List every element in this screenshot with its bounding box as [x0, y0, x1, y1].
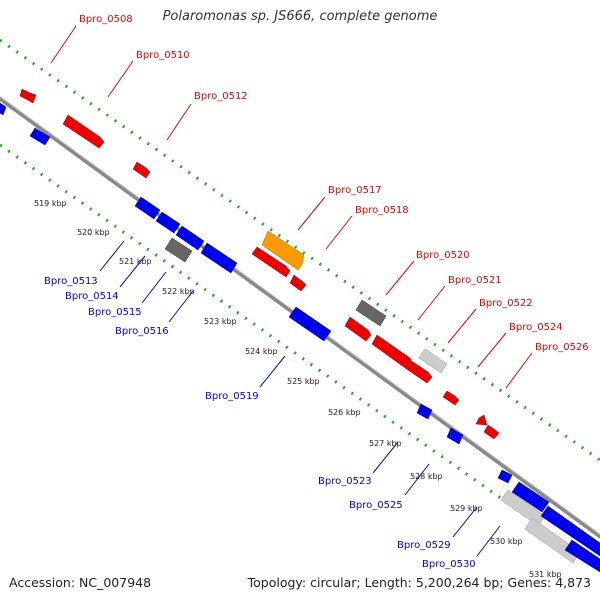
- forward-leader-lines: [50, 25, 533, 389]
- scale-ticks: 519 kbp 520 kbp 521 kbp 522 kbp 523 kbp …: [34, 199, 562, 579]
- gene-label-bpro-0515[interactable]: Bpro_0515: [88, 307, 142, 318]
- tick-524: 524 kbp: [245, 347, 278, 356]
- genome-title: Polaromonas sp. JS666, complete genome: [162, 9, 438, 24]
- tick-528: 528 kbp: [410, 472, 443, 481]
- tick-519: 519 kbp: [34, 199, 67, 208]
- pseudo-gene-dark-1[interactable]: [164, 237, 193, 263]
- gene-arrow-bpro-0518[interactable]: [251, 246, 291, 278]
- gene-label-bpro-0512[interactable]: Bpro_0512: [194, 91, 248, 102]
- gene-label-bpro-0522[interactable]: Bpro_0522: [479, 298, 533, 309]
- gene-label-bpro-0529[interactable]: Bpro_0529: [397, 540, 451, 551]
- gene-arrow-bpro-0514[interactable]: [155, 211, 181, 234]
- gene-arrow-bpro-0515[interactable]: [175, 225, 205, 251]
- pseudo-gene-light-3[interactable]: [524, 517, 581, 564]
- reverse-genes: [0, 102, 600, 573]
- gene-arrow-bpro-0518b[interactable]: [289, 274, 307, 292]
- forward-genes: [19, 88, 500, 440]
- gene-arrow-small[interactable]: [497, 469, 513, 484]
- accession-text: Accession: NC_007948: [9, 575, 152, 590]
- gene-arrow-bpro-0526[interactable]: [483, 424, 500, 440]
- gene-arrow-bpro-0526a[interactable]: [475, 414, 488, 426]
- pseudo-gene-light-1[interactable]: [418, 348, 448, 374]
- pseudo-gene-dark-2[interactable]: [355, 299, 387, 327]
- gene-arrow-bpro-0523[interactable]: [416, 403, 433, 420]
- gene-label-bpro-0508[interactable]: Bpro_0508: [79, 14, 133, 25]
- gene-arrow-bpro-0512[interactable]: [132, 161, 151, 179]
- tick-520: 520 kbp: [77, 228, 110, 237]
- tick-527: 527 kbp: [369, 439, 402, 448]
- gene-arrow-bpro-0524[interactable]: [442, 390, 460, 406]
- gene-label-bpro-0517[interactable]: Bpro_0517: [328, 185, 382, 196]
- tick-526: 526 kbp: [328, 408, 361, 417]
- gene-label-bpro-0530[interactable]: Bpro_0530: [422, 559, 476, 570]
- gene-arrow-bpro-0530b[interactable]: [564, 539, 600, 573]
- gene-arrow-bpro-0519[interactable]: [288, 306, 332, 342]
- gene-arrow-bpro-0522[interactable]: [407, 361, 433, 384]
- gene-arrow-bpro-0521[interactable]: [371, 334, 414, 371]
- gene-label-bpro-0510[interactable]: Bpro_0510: [136, 50, 190, 61]
- reverse-leader-lines: [99, 240, 501, 557]
- gene-arrow-bpro-0530[interactable]: [540, 505, 600, 557]
- gene-arrow-bpro-0520[interactable]: [344, 316, 372, 342]
- tick-529: 529 kbp: [450, 504, 483, 513]
- tick-525: 525 kbp: [287, 377, 320, 386]
- tick-522: 522 kbp: [162, 287, 195, 296]
- forward-gene-labels: Bpro_0508 Bpro_0510 Bpro_0512 Bpro_0517 …: [79, 14, 589, 353]
- gene-label-bpro-0526[interactable]: Bpro_0526: [535, 342, 589, 353]
- gene-label-bpro-0525[interactable]: Bpro_0525: [349, 500, 403, 511]
- gene-arrow-left-edge[interactable]: [0, 102, 7, 116]
- gene-label-bpro-0513[interactable]: Bpro_0513: [44, 276, 98, 287]
- inner-dotted-track: [0, 143, 600, 570]
- gene-label-bpro-0514[interactable]: Bpro_0514: [65, 291, 119, 302]
- reverse-gene-labels: Bpro_0513 Bpro_0514 Bpro_0515 Bpro_0516 …: [44, 276, 476, 570]
- gene-label-bpro-0519[interactable]: Bpro_0519: [205, 391, 259, 402]
- tick-531: 531 kbp: [529, 570, 562, 579]
- tick-523: 523 kbp: [204, 317, 237, 326]
- gene-label-bpro-0524[interactable]: Bpro_0524: [509, 322, 563, 333]
- outer-dotted-track: [0, 38, 600, 462]
- genome-summary: Topology: circular; Length: 5,200,264 bp…: [247, 575, 591, 590]
- gene-label-bpro-0523[interactable]: Bpro_0523: [318, 476, 372, 487]
- tick-521: 521 kbp: [119, 257, 152, 266]
- gene-arrow-blue-a[interactable]: [29, 127, 51, 146]
- gene-label-bpro-0520[interactable]: Bpro_0520: [416, 250, 470, 261]
- gene-arrow-bpro-0513[interactable]: [134, 196, 161, 220]
- gene-label-bpro-0516[interactable]: Bpro_0516: [115, 326, 169, 337]
- gene-arrow-bpro-0529[interactable]: [511, 481, 550, 513]
- gene-arrow-bpro-0516[interactable]: [200, 242, 238, 274]
- gene-arrow-bpro-0517[interactable]: [261, 230, 305, 271]
- tick-530: 530 kbp: [490, 537, 523, 546]
- gene-arrow-bpro-0508[interactable]: [19, 88, 37, 104]
- gene-arrow-bpro-0510[interactable]: [62, 114, 105, 149]
- gene-label-bpro-0518[interactable]: Bpro_0518: [355, 205, 409, 216]
- gene-arrow-bpro-0525[interactable]: [446, 427, 464, 445]
- gene-label-bpro-0521[interactable]: Bpro_0521: [448, 275, 502, 286]
